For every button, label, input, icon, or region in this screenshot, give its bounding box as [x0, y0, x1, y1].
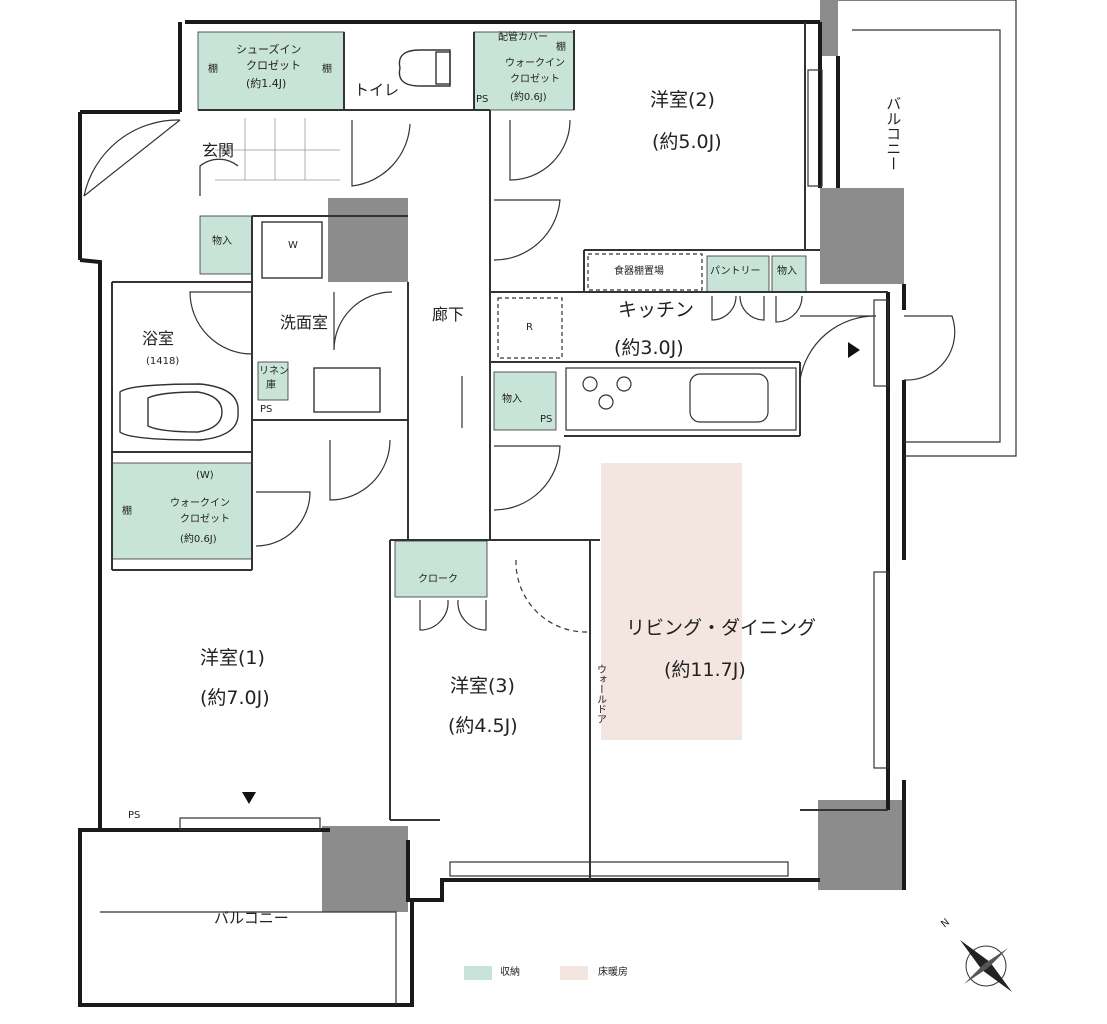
room-hallway-name: 廊下	[432, 305, 465, 324]
monoire-entrance	[199, 215, 253, 275]
doors	[83, 119, 956, 633]
legend-storage-swatch	[464, 966, 492, 980]
room-entrance-name: 玄関	[202, 141, 235, 160]
ps-label-1: PS	[476, 94, 489, 105]
legend-floor-heating-label: 床暖房	[598, 967, 628, 978]
monoire-hall	[493, 371, 557, 431]
wic-upper-label: ウォークイン	[505, 58, 565, 69]
wic-lower-label: ウォークイン	[170, 498, 230, 509]
room-living-size: (約11.7J)	[664, 659, 746, 681]
kitchen-fixtures	[497, 253, 797, 431]
legend-storage-label: 収納	[500, 967, 520, 978]
balcony-east-label: バルコニー	[884, 96, 903, 171]
linen-label-1: リネン	[259, 366, 289, 377]
bathtub	[119, 383, 239, 441]
linen-label-2: 庫	[266, 380, 276, 391]
ps-label-3: PS	[540, 414, 553, 425]
wash-basin	[313, 367, 381, 413]
room-kitchen-name: キッチン	[618, 299, 695, 321]
wic-lower-label-2: クロゼット	[180, 514, 230, 525]
pipe-cover-label: 配管カバー	[498, 32, 548, 43]
room-western3-size: (約4.5J)	[448, 715, 518, 737]
monoire-hall-label: 物入	[502, 394, 522, 405]
linen-closet	[257, 361, 289, 401]
wall-door-label: ウォールドア	[594, 664, 606, 724]
room-toilet-name: トイレ	[354, 81, 400, 99]
entry-marker-icon	[848, 342, 860, 358]
ps-label-2: PS	[260, 404, 273, 415]
room-bath-size: (1418)	[146, 356, 180, 367]
bathroom-fixtures	[119, 49, 451, 441]
storage-areas	[111, 31, 807, 598]
wic-lower-shelf: 棚	[122, 506, 132, 517]
entrance-tiles	[215, 118, 340, 181]
room-living-name: リビング・ダイニング	[626, 617, 817, 639]
interior-walls	[111, 22, 888, 880]
cloak-label: クローク	[418, 574, 458, 585]
wic-lower	[111, 462, 253, 560]
legend-floor-heating-swatch	[560, 966, 588, 980]
shoes-in-closet	[197, 31, 345, 111]
fridge-space	[497, 297, 563, 359]
wic-upper	[473, 31, 575, 111]
room-western2-size: (約5.0J)	[652, 131, 722, 153]
shoes-in-closet-size: (約1.4J)	[246, 77, 287, 90]
pantry-box	[706, 255, 770, 293]
washer-label: W	[288, 240, 298, 251]
wic-lower-mark: (W)	[196, 470, 214, 481]
monoire-entrance-label: 物入	[212, 236, 232, 247]
shoes-in-closet-label-2: クロゼット	[246, 59, 301, 72]
shoes-shelf-right: 棚	[322, 64, 332, 75]
stove-burner	[582, 376, 598, 392]
wic-upper-shelf: 棚	[556, 42, 566, 53]
fridge-label: R	[526, 322, 533, 333]
washer-space	[261, 221, 323, 279]
floor-heating-area	[601, 463, 742, 740]
room-western1-name: 洋室(1)	[200, 647, 265, 669]
monoire-kitchen-label: 物入	[777, 266, 797, 277]
balcony-south-label: バルコニー	[214, 909, 289, 927]
windows	[179, 69, 889, 877]
room-western3-name: 洋室(3)	[450, 675, 515, 697]
dish-shelf-label: 食器棚置場	[614, 266, 664, 277]
dish-shelf-space	[587, 253, 703, 291]
pantry-label: パントリー	[710, 266, 761, 277]
room-western2-name: 洋室(2)	[650, 89, 715, 111]
wic-upper-size: (約0.6J)	[510, 92, 547, 103]
entry-marker-icon	[242, 792, 256, 804]
shoes-shelf-left: 棚	[208, 64, 218, 75]
shoes-in-closet-label: シューズイン	[236, 43, 302, 56]
sink	[689, 373, 769, 423]
room-kitchen-size: (約3.0J)	[614, 337, 684, 359]
compass-icon	[960, 940, 1012, 992]
structural-columns	[322, 0, 906, 912]
balcony-outlines	[100, 0, 1017, 1005]
wic-lower-size: (約0.6J)	[180, 534, 217, 545]
cloak-box	[394, 540, 488, 598]
room-washroom-name: 洗面室	[280, 313, 329, 332]
room-bath-name: 浴室	[142, 329, 175, 348]
wic-upper-label-2: クロゼット	[510, 74, 560, 85]
room-western1-size: (約7.0J)	[200, 687, 270, 709]
toilet-bowl	[398, 49, 451, 87]
ps-label-4: PS	[128, 810, 141, 821]
